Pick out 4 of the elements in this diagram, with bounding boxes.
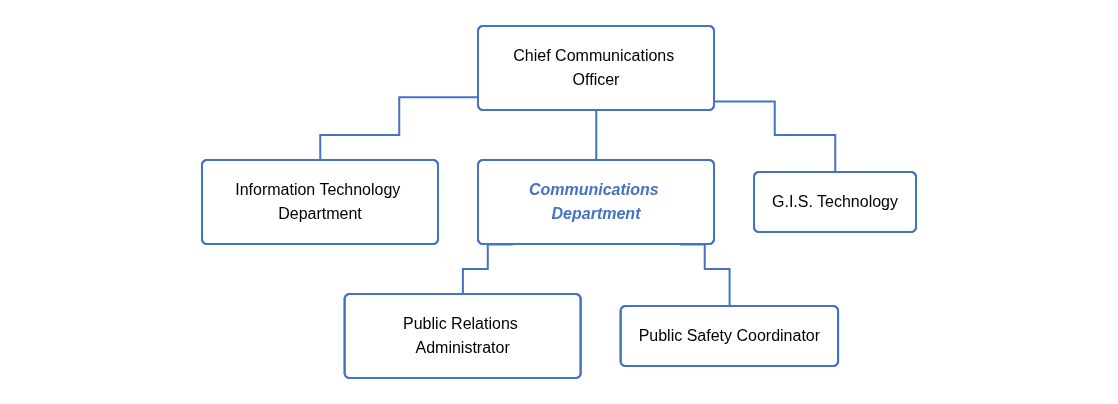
node-text: Communications Department (528, 181, 659, 222)
node-text: Chief Communications Officer (513, 47, 675, 88)
connector (595, 109, 598, 162)
node-text: Information Technology Department (235, 181, 401, 222)
